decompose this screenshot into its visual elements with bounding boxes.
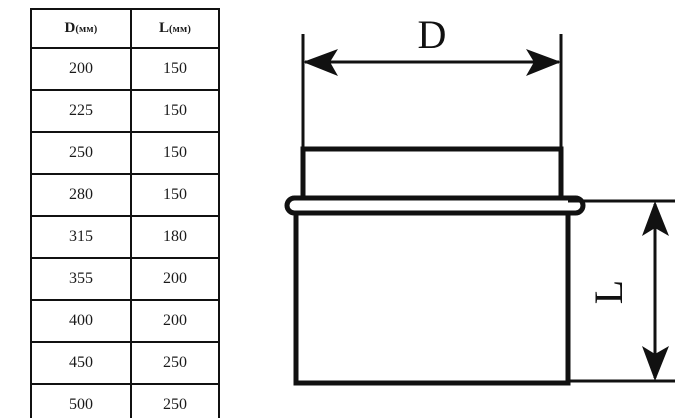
arrowhead-d-left bbox=[303, 49, 338, 76]
table-body: 200 150 225 150 250 150 280 150 315 180 … bbox=[30, 47, 220, 418]
cell-d: 355 bbox=[30, 257, 132, 301]
arrowhead-l-top bbox=[642, 201, 669, 236]
cell-d: 500 bbox=[30, 383, 132, 418]
cell-l: 150 bbox=[130, 131, 220, 175]
table-row: 200 150 bbox=[30, 47, 220, 91]
column-header-l: L(мм) bbox=[130, 8, 220, 49]
cell-d: 250 bbox=[30, 131, 132, 175]
cell-d: 280 bbox=[30, 173, 132, 217]
cell-l: 200 bbox=[130, 299, 220, 343]
cell-l: 200 bbox=[130, 257, 220, 301]
column-header-d: D(мм) bbox=[30, 8, 132, 49]
table-row: 280 150 bbox=[30, 173, 220, 217]
header-unit-l: (мм) bbox=[168, 24, 192, 35]
table-row: 355 200 bbox=[30, 257, 220, 301]
table-row: 315 180 bbox=[30, 215, 220, 259]
table-header-row: D(мм) L(мм) bbox=[30, 8, 220, 49]
table-row: 225 150 bbox=[30, 89, 220, 133]
cell-l: 150 bbox=[130, 89, 220, 133]
header-unit-d: (мм) bbox=[75, 24, 98, 35]
table-row: 400 200 bbox=[30, 299, 220, 343]
header-symbol-d: D bbox=[64, 20, 76, 36]
arrowhead-d-right bbox=[526, 49, 561, 76]
header-symbol-l: L bbox=[158, 20, 169, 36]
cell-d: 450 bbox=[30, 341, 132, 385]
table-row: 250 150 bbox=[30, 131, 220, 175]
lower-body-rectangle bbox=[293, 202, 571, 386]
pipe-socket-drawing: D L bbox=[250, 0, 700, 418]
label-l: L bbox=[586, 280, 631, 304]
arrowhead-l-bottom bbox=[642, 346, 669, 381]
cell-l: 250 bbox=[130, 383, 220, 418]
sealing-ring bbox=[284, 195, 586, 216]
cell-d: 400 bbox=[30, 299, 132, 343]
cell-l: 180 bbox=[130, 215, 220, 259]
cell-d: 315 bbox=[30, 215, 132, 259]
cell-l: 250 bbox=[130, 341, 220, 385]
cell-l: 150 bbox=[130, 47, 220, 91]
table-row: 450 250 bbox=[30, 341, 220, 385]
table-row: 500 250 bbox=[30, 383, 220, 418]
cell-d: 225 bbox=[30, 89, 132, 133]
cell-l: 150 bbox=[130, 173, 220, 217]
cell-d: 200 bbox=[30, 47, 132, 91]
dimension-table: D(мм) L(мм) 200 150 225 150 250 150 280 … bbox=[30, 8, 220, 418]
label-d: D bbox=[418, 12, 447, 57]
